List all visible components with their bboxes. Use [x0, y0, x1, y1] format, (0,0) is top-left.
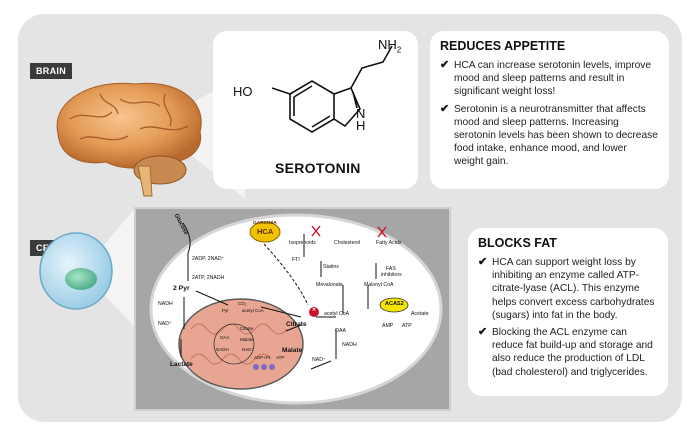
- serotonin-card: [213, 31, 418, 189]
- pyr-small-label: Pyr: [222, 308, 229, 313]
- cholesterol-label: Cholesterol: [334, 240, 361, 246]
- adp-label: 2ADP, 2NAD⁺: [192, 256, 225, 262]
- isoprenoids-label: Isoprenoids: [289, 240, 316, 246]
- atp-right-label: ATP: [402, 323, 412, 329]
- co2-label: CO₂: [238, 301, 247, 306]
- statins-label: Statins: [323, 264, 339, 270]
- fas-inhibitors-label: inhibitors: [381, 272, 402, 278]
- check-icon: ✔: [440, 102, 450, 115]
- cell-illustration: [39, 205, 138, 330]
- citrate-label: Citrate: [286, 321, 307, 328]
- malonyl-label: Malonyl CoA: [364, 282, 394, 288]
- acetyl-coa-label: acetyl CoA: [324, 311, 350, 317]
- malate-label: Malate: [282, 347, 303, 354]
- oaa-label: OAA: [335, 328, 346, 334]
- fatty-acids-label: Fatty Acids: [376, 240, 402, 246]
- appetite-bullet: ✔HCA can increase serotonin levels, impr…: [440, 59, 652, 98]
- malate-small-label: Malate: [240, 337, 254, 342]
- hca-top-label: GARCINIA: [253, 221, 277, 226]
- appetite-bullet: ✔Serotonin is a neurotransmitter that af…: [440, 102, 658, 168]
- cell-pathway-diagram: Glucose GARCINIA HCA 2ADP, 2NAD⁺ 2ATP, 2…: [134, 207, 451, 411]
- serotonin-label: SEROTONIN: [275, 160, 361, 176]
- nadh-small-label: NADH: [216, 347, 229, 352]
- reduces-appetite-title: REDUCES APPETITE: [440, 39, 566, 53]
- acas2-label: ACAS2: [385, 301, 404, 307]
- check-icon: ✔: [440, 59, 450, 71]
- hca-label: HCA: [257, 227, 274, 236]
- nad-bottom-label: NAD⁺: [312, 357, 326, 363]
- nadh-bottom-label: NADH: [342, 342, 357, 348]
- amp-label: AMP: [382, 323, 394, 329]
- check-icon: ✔: [478, 256, 488, 268]
- reduces-appetite-card: REDUCES APPETITE ✔HCA can increase serot…: [430, 31, 669, 189]
- brain-tag: BRAIN: [30, 63, 72, 79]
- pyr-label: 2 Pyr: [173, 285, 190, 292]
- check-icon: ✔: [478, 326, 488, 339]
- nad-left-label: NAD⁺: [158, 321, 172, 327]
- serotonin-structure: [271, 45, 393, 133]
- acl-inhibit-icon: ✕: [312, 307, 317, 313]
- hydroxyl-label: HO: [233, 84, 253, 99]
- acetate-label: Acetate: [411, 311, 429, 317]
- fti-label: FTI: [292, 257, 300, 263]
- atp-small-label: ATP: [276, 355, 285, 360]
- acetyl-small-label: acetyl CoA: [242, 308, 264, 313]
- nadh-left-label: NADH: [158, 301, 173, 307]
- citrate-small-label: Citrate: [240, 326, 254, 331]
- mevalonate-label: Mevalonate: [316, 282, 343, 288]
- lactate-label: Lactate: [170, 361, 193, 368]
- blocks-fat-card: BLOCKS FAT ✔HCA can support weight loss …: [468, 228, 668, 396]
- oaa-small-label: OAA: [220, 335, 230, 340]
- adp-small-label: ADP+Pi: [254, 355, 270, 360]
- fat-bullet: ✔HCA can support weight loss by inhibiti…: [478, 256, 655, 321]
- blocks-fat-title: BLOCKS FAT: [478, 236, 557, 250]
- atp-label: 2ATP, 2NADH: [192, 275, 225, 281]
- fat-bullet: ✔Blocking the ACL enzyme can reduce fat …: [478, 326, 653, 378]
- nad-small-label: NAD⁺: [242, 347, 254, 352]
- fas-label: FAS: [386, 266, 396, 272]
- amine-label: NH2: [378, 37, 402, 55]
